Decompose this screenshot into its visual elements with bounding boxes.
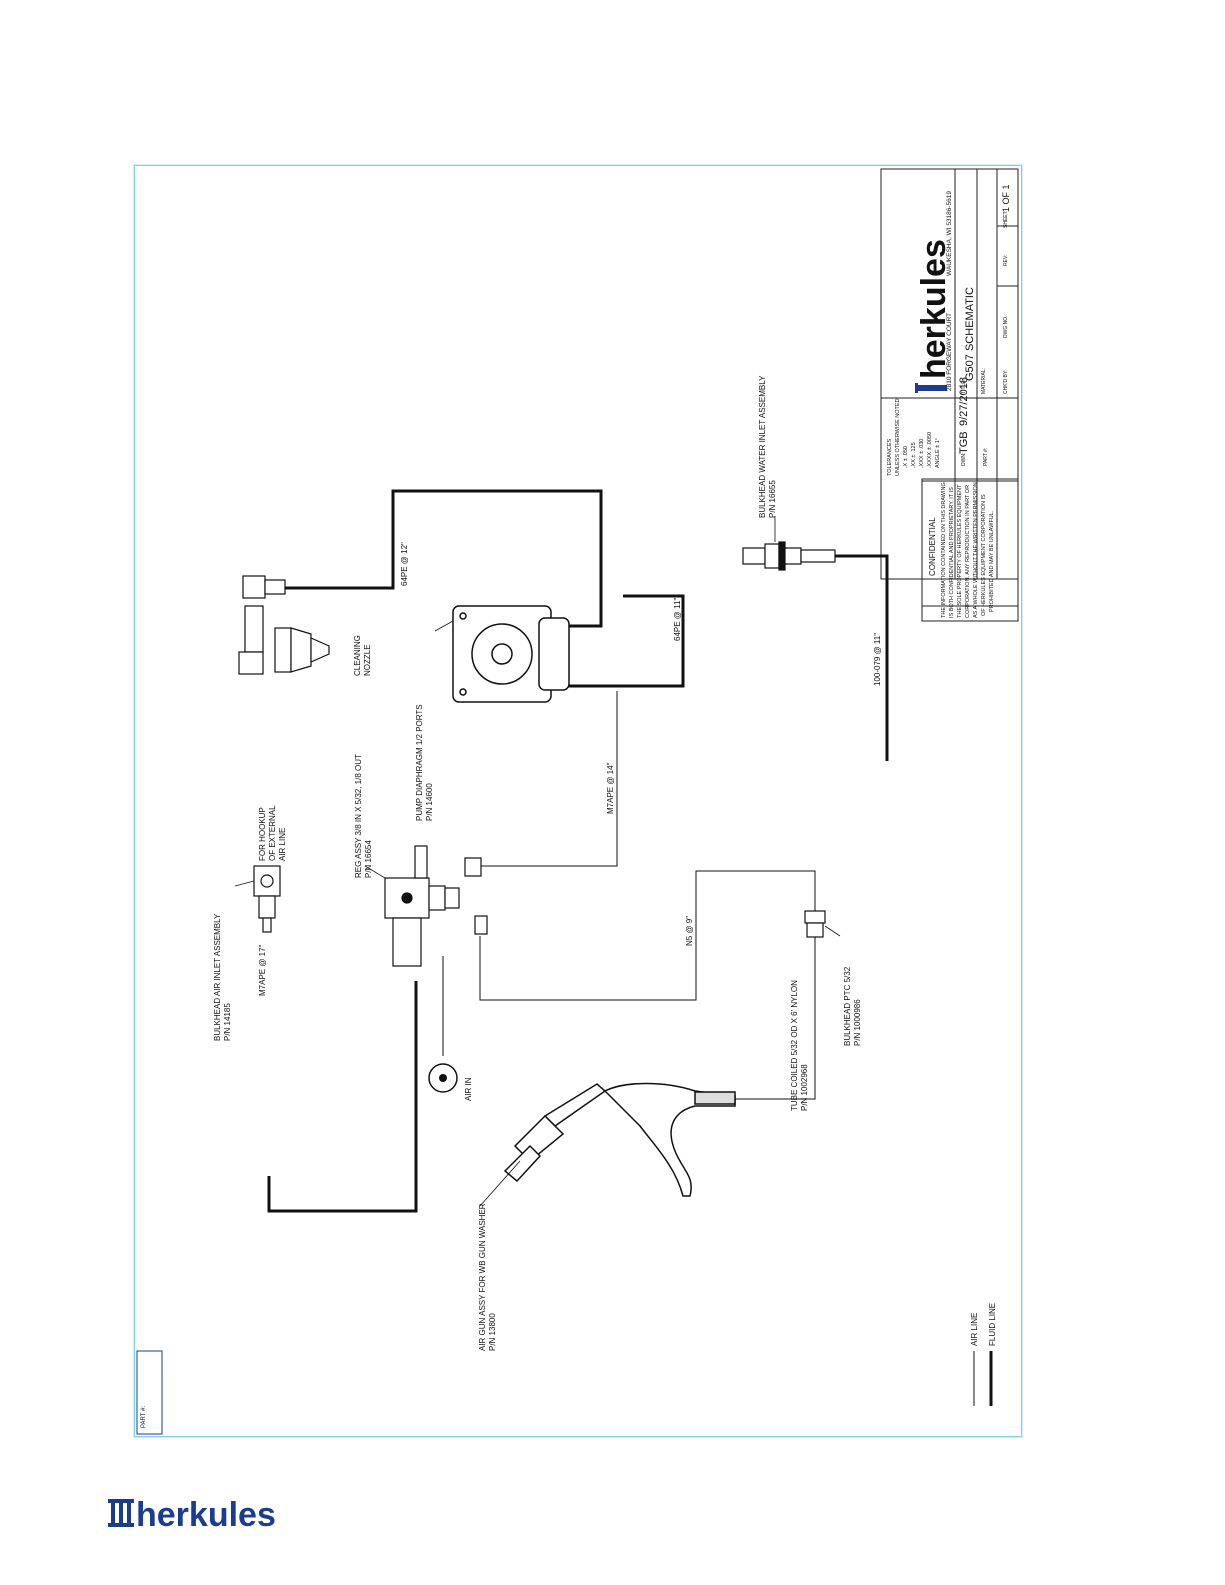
dwg-label: DWG NO.: [1003,314,1009,338]
address-right: WAUKESHA, WI 53186-5619 [946,191,953,276]
label-pump-1: P/N 14600 [425,783,434,821]
label-pipe-m7ape-14: M7APE @ 14" [606,762,615,814]
label-bulkhead-water-0: BULKHEAD WATER INLET ASSEMBLY [758,375,767,518]
label-pipe-64pe-12: 64PE @ 12" [400,542,409,586]
air-lines [442,691,816,1100]
dwn-label: DWN: [961,453,967,466]
titleblock-logo-text: herkules [915,239,953,379]
tolerance-4: .XXX ± .030 [919,439,925,468]
tolerance-1: UNLESS OTHERWISE NOTED [895,398,901,476]
label-hookup-0: FOR HOOKUP [258,807,267,861]
label-tube-coiled-1: P/N 1002968 [800,1064,809,1111]
fluid-lines [267,489,889,1213]
dwn-value: TGB [958,431,970,454]
confidential-line-0: THE INFORMATION CONTAINED ON THIS DRAWIN… [941,482,947,618]
confidential-line-5: OF HERKULES EQUIPMENT CORPORATION IS [981,494,987,616]
label-bulkhead-air-0: BULKHEAD AIR INLET ASSEMBLY [213,913,222,1041]
material-label: MATERIAL: [981,368,987,394]
component-labels: BULKHEAD WATER INLET ASSEMBLY P/N 16655 … [213,375,882,1351]
confidential-line-3: CORPORATION. ANY REPRODUCTION IN PART OR [965,485,971,618]
label-air-in: AIR IN [464,1077,473,1101]
drawing-title: G507 SCHEMATIC [964,287,976,381]
fluid-line-64pe-11 [565,594,685,688]
pillar-icon [917,385,947,391]
air-line-m7ape-14 [465,691,618,867]
confidential-heading: CONFIDENTIAL [928,517,937,576]
bulkhead-ptc-icon [804,910,826,938]
legend: AIR LINE FLUID LINE [970,1303,997,1406]
label-pipe-100-079: 100-079 @ 11" [873,633,882,686]
leader-lines [234,516,841,1207]
confidential-line-2: THE SOLE PROPERTY OF HERKULES EQUIPMENT [957,484,963,618]
tolerance-6: ANGLE ± 1° [935,438,941,468]
label-pipe-64pe-11: 64PE @ 11" [673,598,682,641]
part-box-label: PART #: [141,1406,147,1428]
part-label-titleblock: PART #: [983,448,989,466]
confidential-line-1: IS BOTH CONFIDENTIAL AND PROPRIETARY. IT… [949,487,955,618]
footer-logo-text: herkules [136,1496,276,1533]
date-value: 9/27/2018 [958,377,970,426]
label-pipe-m7ape-17: M7APE @ 17" [258,944,267,996]
part-number-box: PART #: [136,1350,163,1435]
fluid-line-m7ape-17 [267,981,418,1213]
label-pipe-n5-9: N5 @ 9" [685,916,694,946]
label-hookup-2: AIR LINE [278,828,287,861]
label-reg-assy-1: P/N 16654 [364,840,373,878]
bulkhead-air-inlet-icon [253,865,281,933]
bulkhead-water-inlet-icon [742,541,836,571]
regulator-assembly-icon [384,845,488,967]
herkules-logo-titleblock: herkules [915,239,953,393]
fluid-line-100-079 [835,554,889,761]
fluid-line-64pe-12 [285,489,603,628]
confidential-line-6: PROHIBITED AND MAY BE UNLAWFUL. [989,510,995,612]
air-line-n5-9 [479,870,816,1001]
schematic-drawing: herkules 2810 FORGEWAY COURT WAUKESHA, W… [136,168,1019,1435]
sheet-label: SHEET: [1003,210,1009,228]
tolerance-2: .X ± .050 [903,446,909,468]
label-cleaning-nozzle-0: CLEANING [353,635,362,676]
diaphragm-pump-icon [452,605,570,703]
titleblock-text: 2810 FORGEWAY COURT WAUKESHA, WI 53186-5… [887,184,1011,476]
air-in-icon [428,1063,458,1093]
confidential-line-4: AS A WHOLE WITHOUT THE WRITTEN PERMISSIO… [973,482,979,618]
confidential-block: CONFIDENTIAL THE INFORMATION CONTAINED O… [921,478,1019,622]
label-cleaning-nozzle-1: NOZZLE [363,644,372,676]
tolerance-5: .XXXX ± .0050 [927,432,933,468]
label-bulkhead-ptc-1: P/N 1000986 [853,999,862,1046]
pillar-cap [915,383,918,393]
legend-air-line-label: AIR LINE [970,1313,979,1346]
herkules-logo-footer: herkules [108,1493,308,1534]
label-air-gun-1: P/N 13800 [488,1313,497,1351]
title-label: TITLE: [961,379,967,394]
legend-fluid-line-label: FLUID LINE [988,1303,997,1346]
air-line-tube-coiled [735,936,816,1100]
pillar-icon [108,1499,134,1527]
label-bulkhead-air-1: P/N 14185 [223,1003,232,1041]
rev-label: REV: [1003,255,1009,266]
tolerance-0: TOLERANCES [887,438,893,476]
label-hookup-1: OF EXTERNAL [268,805,277,861]
label-tube-coiled-0: TUBE COILED 5/32 OD X 6' NYLON [790,980,799,1111]
chkd-label: CHK'D BY: [1003,370,1009,394]
label-bulkhead-water-1: P/N 16655 [768,480,777,518]
sheet-value: 1 OF 1 [1001,184,1011,212]
label-reg-assy-0: REG ASSY 3/8 IN X 5/32, 1/8 OUT [354,754,363,878]
air-gun-icon [503,1082,736,1197]
drawing-sheet: herkules 2810 FORGEWAY COURT WAUKESHA, W… [134,165,1022,1437]
label-air-gun-0: AIR GUN ASSY FOR WB GUN WASHER [478,1203,487,1351]
cleaning-nozzle-icon [238,575,330,675]
label-pump-0: PUMP DIAPHRAGM 1/2 PORTS [415,704,424,821]
tolerance-3: .XX ± .125 [911,442,917,468]
address-left: 2810 FORGEWAY COURT [946,313,953,391]
label-bulkhead-ptc-0: BULKHEAD PTC 5/32 [843,966,852,1046]
